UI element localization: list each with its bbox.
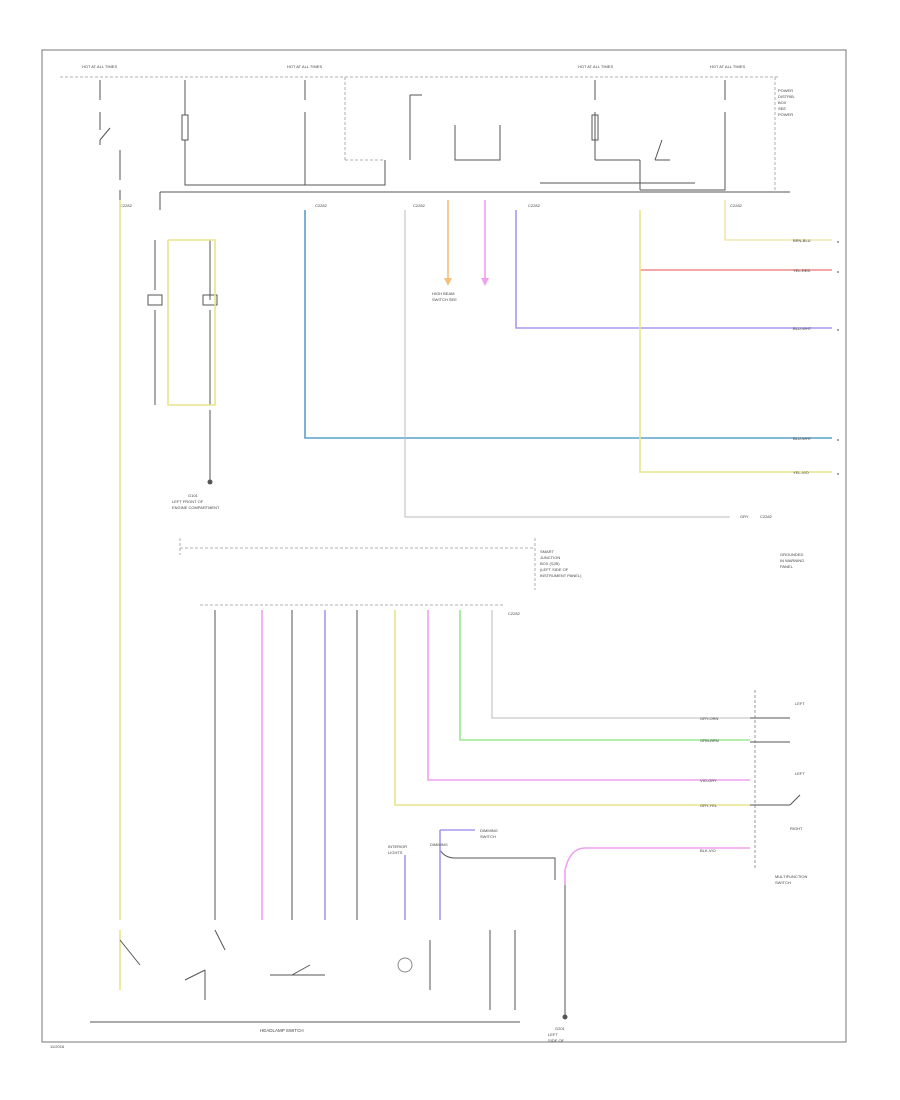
svg-text:LEFT: LEFT	[548, 1032, 558, 1037]
svg-text:G101: G101	[188, 493, 199, 498]
svg-text:SMART: SMART	[540, 549, 554, 554]
svg-text:DISTRIB.: DISTRIB.	[778, 94, 795, 99]
yellow-right-wire	[639, 210, 832, 473]
lower-wire-label-1: GRY-ORN	[700, 716, 719, 721]
svg-text:LEFT: LEFT	[795, 701, 805, 706]
fuse-label-2: HOT AT ALL TIMES	[287, 64, 322, 69]
connector-label-3: C2282	[413, 203, 426, 208]
svg-text:LEFT FRONT OF: LEFT FRONT OF	[172, 499, 204, 504]
middle-module	[179, 538, 536, 606]
wire-label-3: BLU-WHT	[793, 326, 812, 331]
svg-text:ENGINE COMPARTMENT: ENGINE COMPARTMENT	[172, 505, 220, 510]
svg-text:SWITCH: SWITCH	[480, 834, 496, 839]
diagram-frame	[41, 49, 847, 1043]
lower-center-wiring	[404, 849, 566, 1015]
blue-wire	[304, 210, 832, 439]
svg-text:RIGHT: RIGHT	[790, 826, 803, 831]
svg-text:GROUNDED: GROUNDED	[780, 552, 803, 557]
svg-text:G201: G201	[555, 1026, 566, 1031]
svg-text:IN WARNING: IN WARNING	[780, 558, 804, 563]
svg-text:POWER: POWER	[778, 88, 793, 93]
right-wire-labels: BRN-BLU YEL-RED BLU-WHT BLU-WHT YEL-VIO	[793, 238, 812, 475]
wire-label-2: YEL-RED	[793, 268, 810, 273]
svg-text:BOX: BOX	[778, 100, 787, 105]
svg-text:JUNCTION: JUNCTION	[540, 555, 560, 560]
svg-text:DIMMING: DIMMING	[430, 842, 448, 847]
svg-text:(LEFT SIDE OF: (LEFT SIDE OF	[540, 567, 569, 572]
gray-ground-wire	[404, 210, 730, 518]
right-switch-cluster	[750, 690, 801, 870]
yellow-loop-wire	[167, 239, 216, 406]
svg-text:HIGH BEAM: HIGH BEAM	[432, 291, 454, 296]
svg-text:SIDE OF: SIDE OF	[548, 1038, 565, 1043]
left-module-wiring	[147, 240, 218, 480]
top-fuse-wiring	[99, 80, 790, 210]
top-fuse-labels: HOT AT ALL TIMES HOT AT ALL TIMES HOT AT…	[82, 64, 745, 69]
connector-labels: C2282 C2282 C2282 C2282 C2282 C2282	[120, 203, 743, 616]
upper-colored-wires	[119, 200, 832, 990]
lower-wire-label-5: BLK-VIO	[700, 848, 716, 853]
svg-text:LEFT: LEFT	[795, 771, 805, 776]
ground-icon	[207, 479, 213, 485]
connector-label-2: C2282	[315, 203, 328, 208]
pink-lower-wire	[564, 847, 750, 885]
ground-icon	[562, 1014, 568, 1020]
headlamp-switch-label: HEADLAMP SWITCH	[260, 1028, 304, 1033]
svg-text:SWITCH: SWITCH	[775, 880, 791, 885]
svg-text:C2282: C2282	[760, 514, 773, 519]
svg-text:INSTRUMENT PANEL): INSTRUMENT PANEL)	[540, 573, 582, 578]
svg-text:SEE: SEE	[778, 106, 786, 111]
fuse-label-3: HOT AT ALL TIMES	[578, 64, 613, 69]
svg-text:INTERIOR: INTERIOR	[388, 844, 407, 849]
wire-label-4: BLU-WHT	[793, 436, 812, 441]
svg-text:BOX (SJB): BOX (SJB)	[540, 561, 560, 566]
purple-wire	[515, 210, 832, 329]
connector-label-4: C2282	[528, 203, 541, 208]
connector-label-1: C2282	[120, 203, 133, 208]
lower-wire-label-3: VIO-GRY	[700, 778, 717, 783]
svg-text:MULTIFUNCTION: MULTIFUNCTION	[775, 874, 807, 879]
switch-icon	[119, 929, 431, 1000]
connector-label-6: C2282	[508, 611, 521, 616]
fuse-label-1: HOT AT ALL TIMES	[82, 64, 117, 69]
lower-colored-wires	[214, 610, 750, 920]
svg-text:GRY: GRY	[740, 514, 749, 519]
svg-text:LIGHTS: LIGHTS	[388, 850, 403, 855]
footer-label: 11/2016	[50, 1044, 65, 1049]
cream-wire	[724, 200, 832, 241]
svg-text:PANEL: PANEL	[780, 564, 794, 569]
connector-label-5: C2282	[730, 203, 743, 208]
wire-label-1: BRN-BLU	[793, 238, 811, 243]
lower-right-wire-labels: GRY-ORN GRN-BRN VIO-GRY GRY-YEL BLK-VIO	[700, 716, 719, 853]
svg-text:DIMMING: DIMMING	[480, 828, 498, 833]
lower-wire-label-2: GRN-BRN	[700, 738, 719, 743]
wire-label-5: YEL-VIO	[793, 470, 809, 475]
svg-text:SWITCH SEE: SWITCH SEE	[432, 297, 457, 302]
svg-text:POWER: POWER	[778, 112, 793, 117]
fuse-label-4: HOT AT ALL TIMES	[710, 64, 745, 69]
lower-wire-label-4: GRY-YEL	[700, 803, 718, 808]
